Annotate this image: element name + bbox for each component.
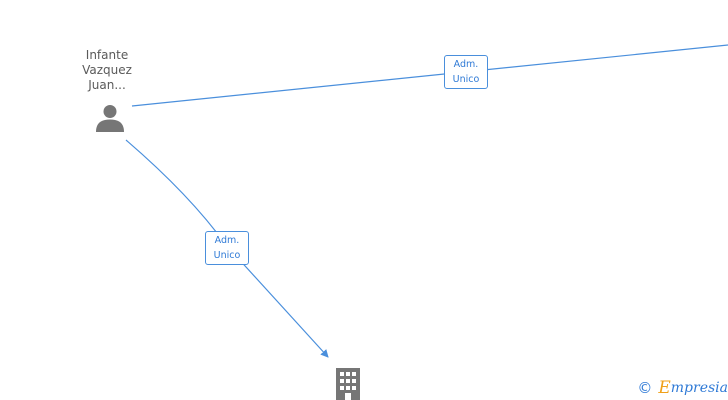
brand-initial: E <box>658 378 671 398</box>
building-icon[interactable] <box>332 366 364 400</box>
edge-label-line: Adm. <box>453 59 479 70</box>
edge-label-adm-unico[interactable]: Adm. Unico <box>205 231 249 265</box>
edge-label-line: Adm. <box>214 235 240 246</box>
person-name-label: Infante Vazquez Juan... <box>72 48 142 93</box>
person-icon[interactable] <box>94 103 126 133</box>
person-name-line: Juan... <box>88 78 126 92</box>
edge-label-adm-unico[interactable]: Adm. Unico <box>444 55 488 89</box>
person-name-line: Vazquez <box>82 63 132 77</box>
edge-label-line: Unico <box>452 74 480 85</box>
empresia-watermark: © E mpresia <box>637 378 728 398</box>
person-name-line: Infante <box>85 48 129 62</box>
brand-name: mpresia <box>670 380 728 396</box>
copyright-icon: © <box>637 379 653 397</box>
edge-person-to-offscreen <box>131 44 728 107</box>
edge-label-line: Unico <box>213 250 241 261</box>
